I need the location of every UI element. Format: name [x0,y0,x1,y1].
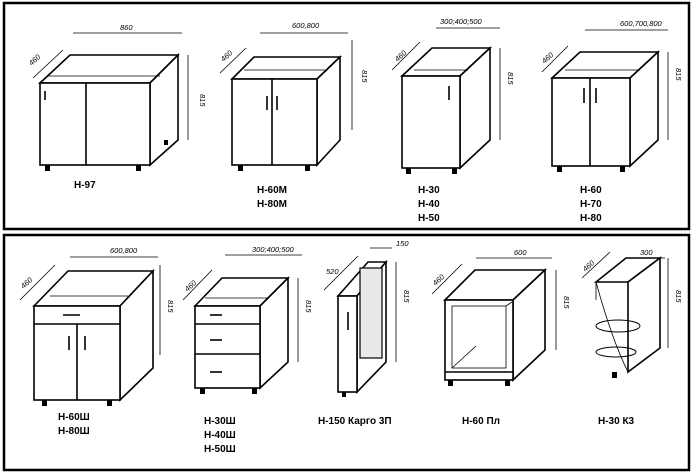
model-label: Н-30 К3 [598,416,635,427]
model-label: Н-97 [74,180,96,191]
dim-width: 860 [120,23,133,32]
model-label-2: Н-80М [257,199,287,210]
model-label-1: Н-30Ш [204,416,236,427]
model-label-3: Н-50 [418,213,440,224]
model-label-1: Н-30 [418,185,440,196]
cabinet-h30sh: 300;400;500 460 815 Н-30Ш Н-40Ш Н-50Ш [182,245,313,455]
dim-height: 815 [166,300,175,313]
model-label-2: Н-40Ш [204,430,236,441]
dim-depth: 460 [27,52,43,68]
dim-height: 815 [304,300,313,313]
cabinet-h60sh: 600,800 460 815 Н-60Ш Н-80Ш [19,246,175,437]
dim-height: 815 [402,290,411,303]
dim-depth: 460 [581,258,597,274]
dim-height: 815 [506,72,515,85]
model-label: Н-60 Пл [462,416,500,427]
dim-depth: 460 [183,278,199,294]
dim-width: 600,700,800 [620,19,663,28]
model-label-1: Н-60Ш [58,412,90,423]
dim-width: 300;400;500 [440,17,483,26]
dim-height: 815 [674,290,683,303]
model-label-1: Н-60 [580,185,602,196]
cabinet-h30k3: 300 460 815 Н-30 К3 [581,248,683,427]
dim-depth: 460 [431,272,447,288]
model-label-2: Н-40 [418,199,440,210]
dim-width: 150 [396,239,409,248]
cabinet-h60pl: 600 460 815 Н-60 Пл [431,248,571,427]
model-label: Н-150 Карго 3П [318,416,392,427]
cabinet-h60m: 600,800 460 815 Н-60М Н-80М [219,21,369,210]
cabinet-h97: 860 460 815 Н-97 [27,23,207,191]
bottom-panel-frame [2,233,691,472]
dim-height: 815 [360,70,369,83]
dim-width: 300;400;500 [252,245,295,254]
cabinet-h60: 600,700,800 460 815 Н-60 Н-70 Н-80 [540,19,683,224]
dim-width: 600 [514,248,527,257]
model-label-2: Н-70 [580,199,602,210]
dim-width: 300 [640,248,653,257]
cabinet-h150: 150 520 815 Н-150 Карго 3П [318,239,411,427]
cabinet-h30: 300;400;500 460 815 Н-30 Н-40 Н-50 [391,17,515,224]
dim-depth: 520 [326,267,339,276]
dim-depth: 460 [393,48,409,64]
model-label-2: Н-80Ш [58,426,90,437]
dim-width: 600,800 [292,21,320,30]
model-label-1: Н-60М [257,185,287,196]
dim-height: 815 [198,94,207,107]
model-label-3: Н-50Ш [204,444,236,455]
dim-width: 600,800 [110,246,138,255]
dim-depth: 460 [540,50,556,66]
top-panel-frame [2,1,691,231]
model-label-3: Н-80 [580,213,602,224]
dim-height: 815 [562,296,571,309]
dim-height: 815 [674,68,683,81]
